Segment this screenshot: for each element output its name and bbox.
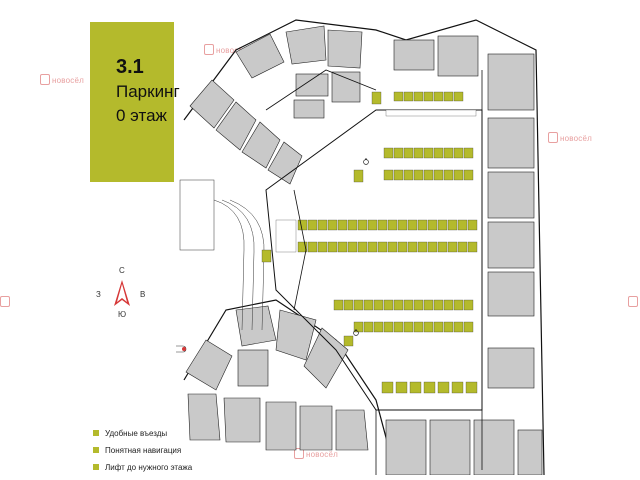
watermark: новосёл	[548, 132, 592, 143]
watermark	[0, 296, 12, 307]
slot-row	[297, 219, 478, 253]
compass-north: С	[119, 266, 125, 275]
entry-ramp	[179, 179, 265, 331]
compass-arrow-icon	[106, 278, 138, 310]
wheelchair-icon	[353, 158, 369, 336]
floor-label: 0 этаж	[116, 106, 167, 125]
parking-slots	[261, 91, 478, 394]
floor-plan	[176, 19, 545, 475]
legend-item: Удобные въезды	[93, 428, 192, 438]
slot-row	[381, 381, 478, 394]
rooms-right	[385, 35, 543, 475]
watermark	[628, 296, 640, 307]
watermark-logo-icon	[0, 296, 10, 307]
legend-marker	[93, 464, 99, 470]
watermark: новосёл	[40, 74, 84, 85]
legend-marker	[93, 430, 99, 436]
watermark-logo-icon	[204, 44, 214, 55]
compass-east: В	[140, 290, 146, 299]
entrance-marker	[176, 345, 187, 353]
page-title: Паркинг	[116, 82, 180, 101]
legend-item: Понятная навигация	[93, 445, 192, 455]
legend: Удобные въезды Понятная навигация Лифт д…	[93, 428, 192, 479]
slot-row	[393, 91, 464, 102]
slot-row	[333, 299, 474, 333]
title-block: 3.1 Паркинг 0 этаж	[90, 22, 180, 182]
watermark-logo-icon	[628, 296, 638, 307]
watermark: новосёл	[204, 44, 248, 55]
slot-outline	[275, 109, 477, 253]
compass-west: З	[96, 290, 101, 299]
rooms-upper-left	[189, 25, 363, 185]
rooms-lower-left	[185, 305, 369, 451]
watermark-logo-icon	[40, 74, 50, 85]
slot-row	[383, 147, 474, 181]
slot-single	[261, 91, 382, 347]
interior-walls	[265, 69, 483, 475]
section-number: 3.1	[116, 56, 144, 78]
watermark-logo-icon	[294, 448, 304, 459]
legend-item: Лифт до нужного этажа	[93, 462, 192, 472]
watermark: новосёл	[294, 448, 338, 459]
legend-marker	[93, 447, 99, 453]
watermark-logo-icon	[548, 132, 558, 143]
compass-south: Ю	[118, 310, 127, 319]
compass: С В Ю З	[96, 266, 148, 320]
